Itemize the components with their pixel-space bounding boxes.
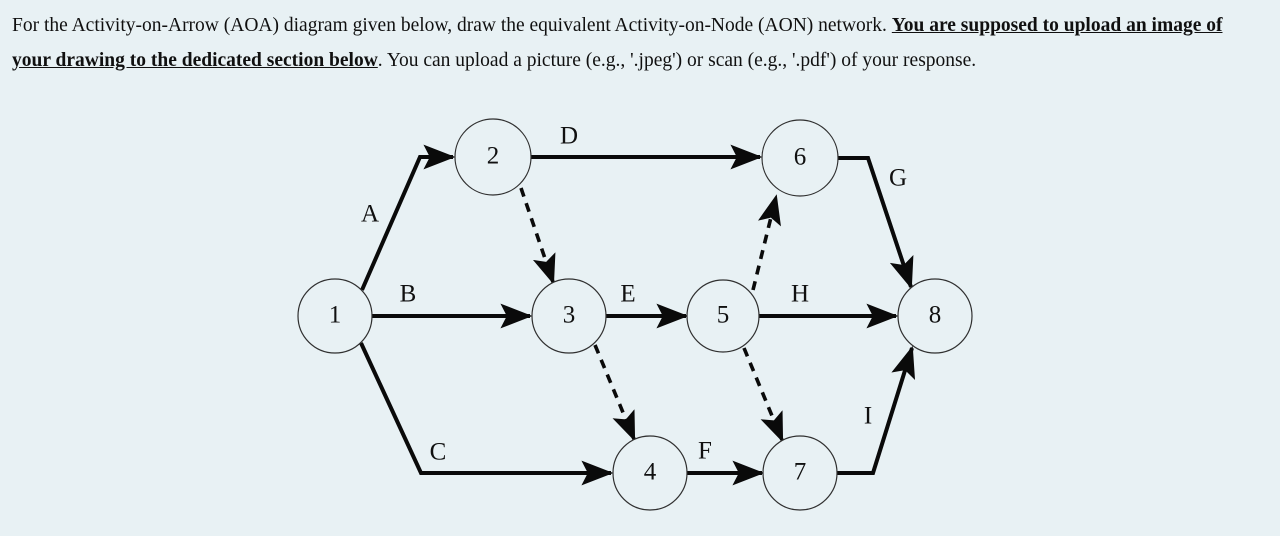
aoa-diagram: 1 2 3 4 5 6 7 8 A B C D E F G H I	[0, 100, 1280, 536]
edge-labels-layer: A B C D E F G H I	[361, 123, 907, 466]
edge-label-H: H	[791, 281, 809, 308]
prompt-emphasis: You are supposed to upload an image of y…	[12, 15, 1223, 71]
aoa-network-svg: 1 2 3 4 5 6 7 8 A B C D E F G H I	[297, 118, 973, 511]
prompt-text-part1: For the Activity-on-Arrow (AOA) diagram …	[12, 15, 892, 36]
node-label-6: 6	[794, 144, 807, 171]
prompt-text-part2: . You can upload a picture (e.g., '.jpeg…	[377, 50, 977, 71]
node-circle-5	[686, 279, 760, 353]
node-label-8: 8	[929, 302, 942, 329]
edge-dummy-5-6	[751, 194, 781, 291]
edge-label-I: I	[864, 403, 872, 430]
node-label-3: 3	[563, 302, 576, 329]
node-label-7: 7	[794, 459, 807, 486]
edge-label-A: A	[361, 201, 379, 228]
edge-G	[838, 156, 914, 290]
nodes-layer: 1 2 3 4 5 6 7 8	[297, 118, 973, 511]
question-prompt: For the Activity-on-Arrow (AOA) diagram …	[12, 8, 1257, 78]
node-1: 1	[297, 278, 373, 354]
edge-A	[360, 144, 456, 291]
node-circle-2	[454, 118, 532, 196]
node-label-1: 1	[329, 302, 342, 329]
edge-I	[837, 345, 916, 475]
edge-label-G: G	[889, 165, 907, 192]
edge-C	[359, 342, 614, 486]
edge-dummy-3-4	[593, 344, 636, 442]
node-8: 8	[897, 278, 973, 354]
node-circle-8	[897, 278, 973, 354]
edge-dummy-5-7	[742, 347, 784, 443]
node-label-2: 2	[487, 143, 500, 170]
node-3: 3	[531, 278, 607, 354]
edge-label-C: C	[430, 439, 447, 466]
node-5: 5	[686, 279, 760, 353]
node-label-5: 5	[717, 302, 730, 329]
node-circle-4	[612, 435, 688, 511]
edges-layer	[359, 144, 916, 486]
edge-label-E: E	[620, 281, 635, 308]
node-label-4: 4	[644, 459, 657, 486]
node-circle-7	[762, 435, 838, 511]
node-7: 7	[762, 435, 838, 511]
edge-label-B: B	[400, 281, 417, 308]
node-circle-1	[297, 278, 373, 354]
node-2: 2	[454, 118, 532, 196]
node-circle-6	[761, 119, 839, 197]
node-circle-3	[531, 278, 607, 354]
edge-label-F: F	[698, 438, 712, 465]
edge-dummy-2-3	[519, 187, 556, 285]
edge-label-D: D	[560, 123, 578, 150]
node-6: 6	[761, 119, 839, 197]
node-4: 4	[612, 435, 688, 511]
